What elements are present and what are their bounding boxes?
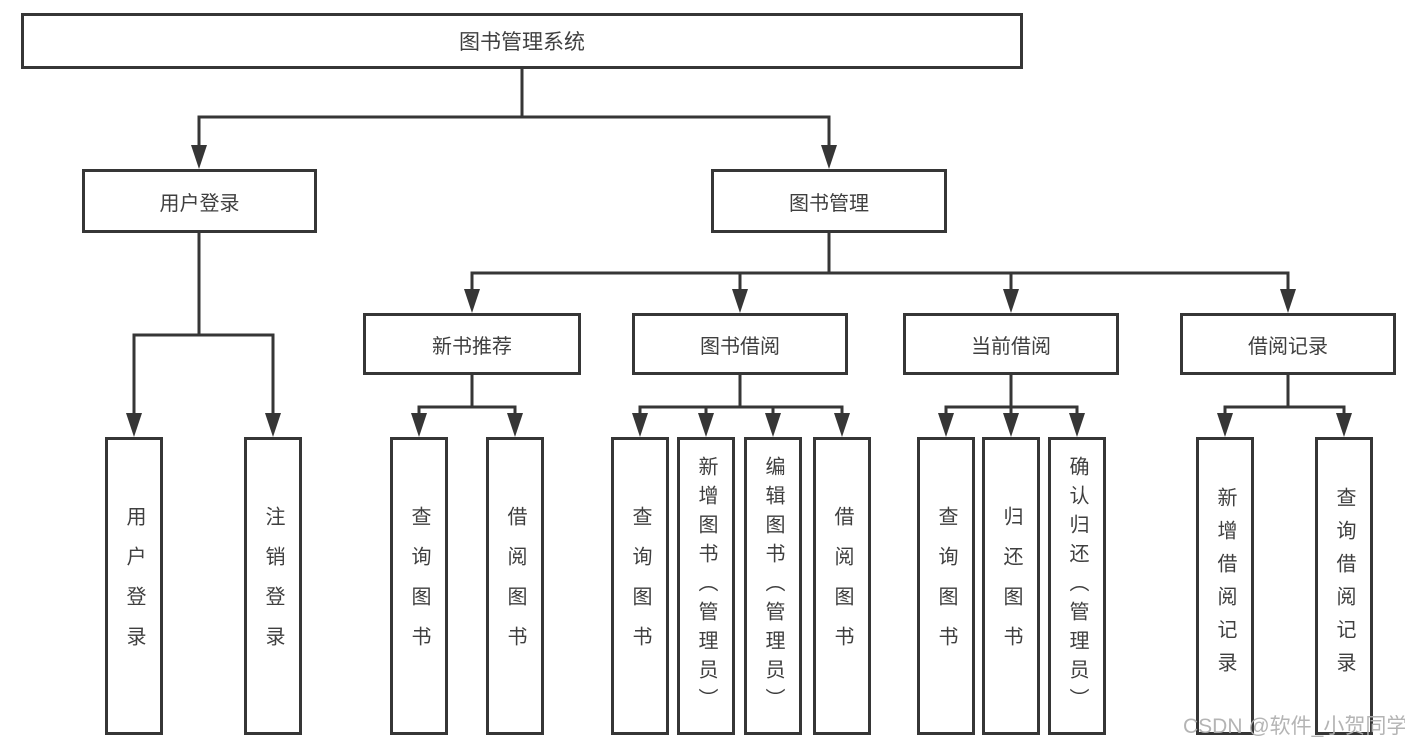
leaf-label: 借阅图书: [504, 506, 526, 666]
leaf-edit-books-admin: 编辑图书（管理员）: [744, 437, 802, 735]
connector-new-book-recommend-to-leaves: [417, 375, 517, 415]
node-label: 新书推荐: [432, 335, 512, 358]
leaf-borrow-books-recommend: 借阅图书: [486, 437, 544, 735]
node-label: 当前借阅: [971, 335, 1051, 358]
leaf-borrow-books: 借阅图书: [813, 437, 871, 735]
leaf-label: 查询图书: [408, 506, 430, 666]
node-label: 图书管理: [789, 192, 869, 215]
leaf-label: 新增图书（管理员）: [695, 455, 717, 717]
leaf-confirm-return-admin: 确认归还（管理员）: [1048, 437, 1106, 735]
leaf-return-books: 归还图书: [982, 437, 1040, 735]
leaf-label: 查询图书: [935, 506, 957, 666]
leaf-label: 用户登录: [123, 506, 145, 666]
node-book-borrow: 图书借阅: [632, 313, 848, 375]
leaf-add-books-admin: 新增图书（管理员）: [677, 437, 735, 735]
leaf-query-books-current: 查询图书: [917, 437, 975, 735]
node-user-login: 用户登录: [82, 169, 317, 233]
leaf-query-books-borrow: 查询图书: [611, 437, 669, 735]
leaf-user-login: 用户登录: [105, 437, 163, 735]
leaf-label: 编辑图书（管理员）: [762, 455, 784, 717]
leaf-label: 查询借阅记录: [1333, 487, 1355, 685]
leaf-label: 归还图书: [1000, 506, 1022, 666]
node-label: 借阅记录: [1248, 335, 1328, 358]
node-label: 用户登录: [159, 192, 240, 215]
csdn-watermark: CSDN @软件_小贺同学: [1183, 715, 1405, 738]
node-book-management: 图书管理: [711, 169, 947, 233]
node-label: 图书借阅: [700, 335, 780, 358]
arrowhead-icons: [126, 145, 1352, 437]
leaf-label: 新增借阅记录: [1214, 487, 1236, 685]
node-new-book-recommend: 新书推荐: [363, 313, 581, 375]
leaf-label: 确认归还（管理员）: [1066, 455, 1088, 717]
leaf-query-borrow-record: 查询借阅记录: [1315, 437, 1373, 735]
leaf-label: 注销登录: [262, 506, 284, 666]
connector-current-borrow-to-leaves: [944, 375, 1079, 415]
leaf-logout: 注销登录: [244, 437, 302, 735]
leaf-query-books-recommend: 查询图书: [390, 437, 448, 735]
node-root-library-system: 图书管理系统: [21, 13, 1023, 69]
leaf-label: 查询图书: [629, 506, 651, 666]
connector-borrow-records-to-leaves: [1223, 375, 1346, 415]
connector-root-to-level2: [197, 69, 831, 146]
node-current-borrow: 当前借阅: [903, 313, 1119, 375]
leaf-add-borrow-record: 新增借阅记录: [1196, 437, 1254, 735]
node-label: 图书管理系统: [459, 31, 585, 54]
leaf-label: 借阅图书: [831, 506, 853, 666]
connector-user-login-to-leaves: [132, 233, 275, 414]
connector-book-management-to-level3: [470, 233, 1290, 290]
connector-book-borrow-to-leaves: [638, 375, 844, 415]
node-borrow-records: 借阅记录: [1180, 313, 1396, 375]
